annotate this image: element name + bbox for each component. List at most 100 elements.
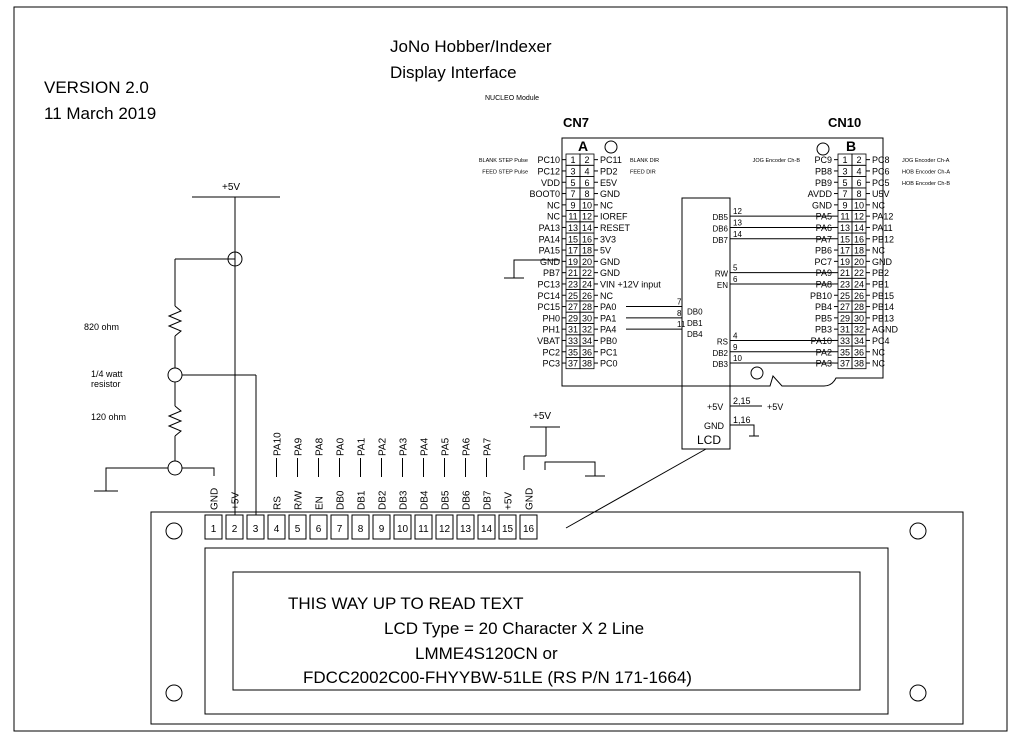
pin-signal-right: AGND bbox=[872, 325, 899, 335]
pin-number: 25 bbox=[840, 291, 850, 301]
link-signal: DB1 bbox=[687, 319, 703, 328]
pin-number: 21 bbox=[840, 268, 850, 278]
link-pin-number: 9 bbox=[733, 343, 738, 352]
pin-signal-left: PH1 bbox=[542, 325, 560, 335]
pin-signal-left: GND bbox=[812, 200, 833, 210]
pin-number: 5 bbox=[570, 178, 575, 188]
header-pin-box bbox=[246, 514, 265, 540]
pin-number: 32 bbox=[582, 325, 592, 335]
pin-signal-right: U5V bbox=[872, 189, 890, 199]
header-pin-number: 3 bbox=[253, 524, 259, 535]
pin16-gnd-symbol bbox=[544, 461, 605, 477]
lcd-pwr-out: +5V bbox=[767, 402, 783, 412]
module-label: NUCLEO Module bbox=[485, 95, 539, 102]
pin-signal-left: PH0 bbox=[542, 313, 560, 323]
pin-number: 10 bbox=[582, 200, 592, 210]
pin-signal-left: PA13 bbox=[539, 223, 560, 233]
header-pin-box bbox=[393, 514, 412, 540]
pin-number: 24 bbox=[854, 279, 864, 289]
header-pin-function: GND bbox=[525, 488, 536, 510]
pin-number: 10 bbox=[854, 200, 864, 210]
header-pin-box bbox=[204, 514, 223, 540]
pin-signal-left: PC14 bbox=[537, 291, 560, 301]
left-ground-wire bbox=[94, 467, 215, 492]
pin-signal-right: PD2 bbox=[600, 166, 618, 176]
pin-signal-left: PC12 bbox=[537, 166, 560, 176]
pin-number: 28 bbox=[854, 302, 864, 312]
header-pin-function: DB4 bbox=[420, 490, 431, 510]
pin-signal-right: PB15 bbox=[872, 291, 894, 301]
resistor-120-label: 120 ohm bbox=[91, 412, 126, 422]
cn7-title: CN7 bbox=[563, 115, 589, 130]
header-pin-number: 6 bbox=[316, 524, 322, 535]
page-border bbox=[13, 6, 1008, 732]
header-pin-number: 12 bbox=[439, 524, 451, 535]
pin-function-note: FEED DIR bbox=[630, 169, 656, 175]
pin-number: 33 bbox=[840, 336, 850, 346]
header-port-label: PA8 bbox=[315, 437, 326, 456]
pin-signal-right: E5V bbox=[600, 178, 617, 188]
pin-number: 36 bbox=[582, 347, 592, 357]
header-pin-function: RS bbox=[273, 496, 284, 510]
link-pin-number: 13 bbox=[733, 218, 742, 227]
header-port-label: PA4 bbox=[420, 437, 431, 456]
pin-number: 26 bbox=[854, 291, 864, 301]
pin-number: 25 bbox=[568, 291, 578, 301]
lcd-link-lines: 7DB08DB111DB412DB513DB614DB75RW6EN4RS9DB… bbox=[626, 207, 834, 369]
pin-number: 15 bbox=[840, 234, 850, 244]
pin-number: 9 bbox=[842, 200, 847, 210]
pin-number: 20 bbox=[582, 257, 592, 267]
pin-signal-right: GND bbox=[600, 257, 621, 267]
pin-number: 33 bbox=[568, 336, 578, 346]
lcd-module-outline bbox=[150, 511, 964, 725]
pin-number: 12 bbox=[854, 212, 864, 222]
lcd-link-line bbox=[565, 448, 707, 529]
pin-number: 17 bbox=[568, 246, 578, 256]
pin-signal-left: VDD bbox=[541, 178, 561, 188]
pin-signal-right: PB2 bbox=[872, 268, 889, 278]
link-signal: DB7 bbox=[712, 236, 728, 245]
header-pin-number: 9 bbox=[379, 524, 385, 535]
pin-signal-right: NC bbox=[872, 246, 885, 256]
header-pin-number: 1 bbox=[211, 524, 217, 535]
pin-number: 1 bbox=[842, 155, 847, 165]
pin-number: 20 bbox=[854, 257, 864, 267]
header-pin-function: DB3 bbox=[399, 490, 410, 510]
pin-signal-right: GND bbox=[600, 268, 621, 278]
pin-number: 23 bbox=[568, 279, 578, 289]
link-pin-number: 6 bbox=[733, 275, 738, 284]
pin-function-note: HOB Encoder Ch-A bbox=[902, 169, 950, 175]
version-date: 11 March 2019 bbox=[44, 104, 156, 123]
display-text-line-1: THIS WAY UP TO READ TEXT bbox=[288, 594, 524, 613]
link-signal: DB2 bbox=[712, 349, 728, 358]
pin-number: 4 bbox=[856, 166, 861, 176]
pin-number: 32 bbox=[854, 325, 864, 335]
mounting-hole bbox=[750, 366, 764, 380]
header-pin-box bbox=[456, 514, 475, 540]
pin-signal-left: PB3 bbox=[815, 325, 832, 335]
lcd-gnd-pins: 1,16 bbox=[733, 415, 751, 425]
link-pin-number: 11 bbox=[677, 320, 686, 329]
pin-number: 31 bbox=[568, 325, 578, 335]
pin-signal-right: NC bbox=[600, 291, 613, 301]
link-pin-number: 8 bbox=[677, 309, 682, 318]
header-pin-function: DB1 bbox=[357, 490, 368, 510]
resistor-note-2: resistor bbox=[91, 379, 121, 389]
pin-signal-right: PC6 bbox=[872, 166, 890, 176]
header-pin-function: GND bbox=[210, 488, 221, 510]
pin-number: 30 bbox=[582, 313, 592, 323]
pin-number: 21 bbox=[568, 268, 578, 278]
header-port-label: PA1 bbox=[357, 437, 368, 456]
pin-number: 7 bbox=[842, 189, 847, 199]
pin-signal-right: RESET bbox=[600, 223, 631, 233]
link-pin-number: 7 bbox=[677, 298, 682, 307]
pin-signal-right: 3V3 bbox=[600, 234, 616, 244]
pin-number: 24 bbox=[582, 279, 592, 289]
pin-number: 26 bbox=[582, 291, 592, 301]
wiper-node bbox=[167, 367, 183, 383]
pin-signal-left: PA15 bbox=[539, 246, 560, 256]
header-pin-number: 11 bbox=[418, 524, 429, 535]
pin-number: 3 bbox=[570, 166, 575, 176]
display-text-line-3: LMME4S120CN or bbox=[415, 644, 558, 663]
pin-signal-left: PB10 bbox=[810, 291, 832, 301]
